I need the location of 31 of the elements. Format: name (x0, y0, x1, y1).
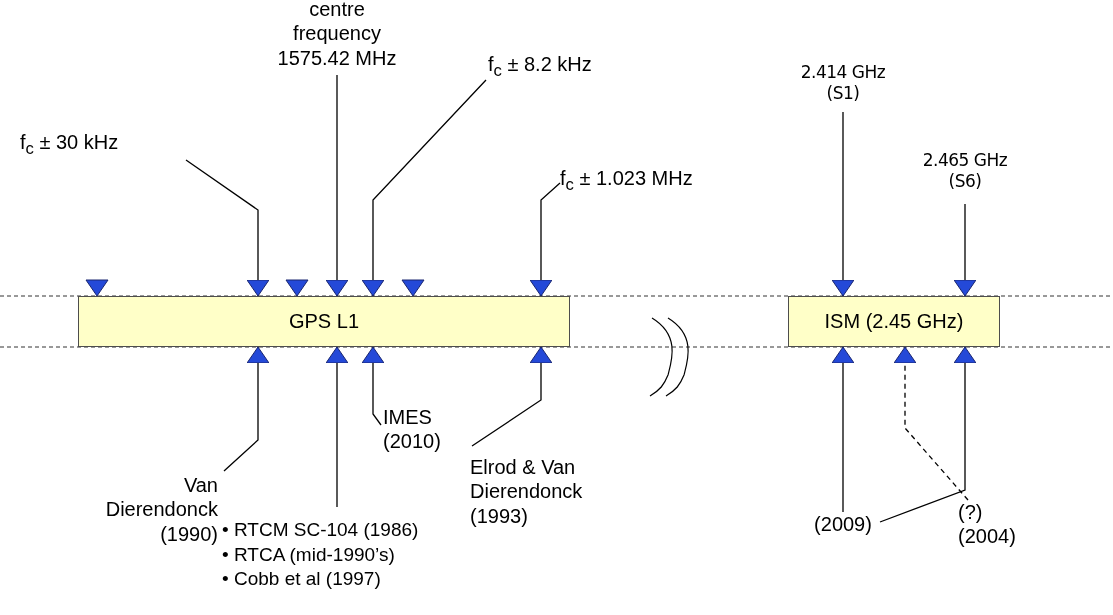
reference-item: • RTCM SC-104 (1986) (222, 518, 420, 542)
arrow (361, 79, 487, 297)
annotation-text: centre frequency 1575.42 MHz (267, 0, 407, 71)
arrow (185, 159, 270, 297)
arrow (831, 111, 855, 297)
arrow (879, 346, 977, 523)
frequency-band (78, 296, 570, 347)
arrow (325, 74, 349, 297)
annotation-text: (?) (2004) (958, 500, 1028, 549)
band-label: GPS L1 (288, 310, 359, 333)
annotation-text: Elrod & Van Dierendonck (1993) (470, 455, 595, 529)
arrow (831, 346, 855, 513)
band-label: ISM (2.45 GHz) (824, 310, 964, 333)
annotation-text: f$_{c}$ ± 1.023 MHz (560, 166, 760, 196)
reference-item: • Cobb et al (1997) (222, 567, 382, 592)
annotation-text: 2.465 GHz (S6) (920, 150, 1010, 192)
arrow (953, 203, 977, 297)
frequency-band (788, 296, 1000, 347)
annotation-text: f$_{c}$ ± 8.2 kHz (488, 52, 648, 82)
annotation-text: IMES (2010) (383, 405, 463, 454)
arrow (325, 346, 349, 508)
annotation-text: f$_{c}$ ± 30 kHz (20, 130, 185, 160)
arrow (529, 182, 561, 297)
reference-item: • RTCA (mid-1990’s) (222, 542, 396, 567)
arrow (471, 346, 553, 447)
dashed-arrow (893, 346, 969, 501)
annotation-text: Van Dierendonck (1990) (100, 473, 218, 547)
arrow (223, 346, 270, 472)
annotation-text: (2009) (800, 512, 886, 537)
arrow (361, 346, 385, 426)
annotation-text: 2.414 GHz (S1) (798, 62, 888, 104)
